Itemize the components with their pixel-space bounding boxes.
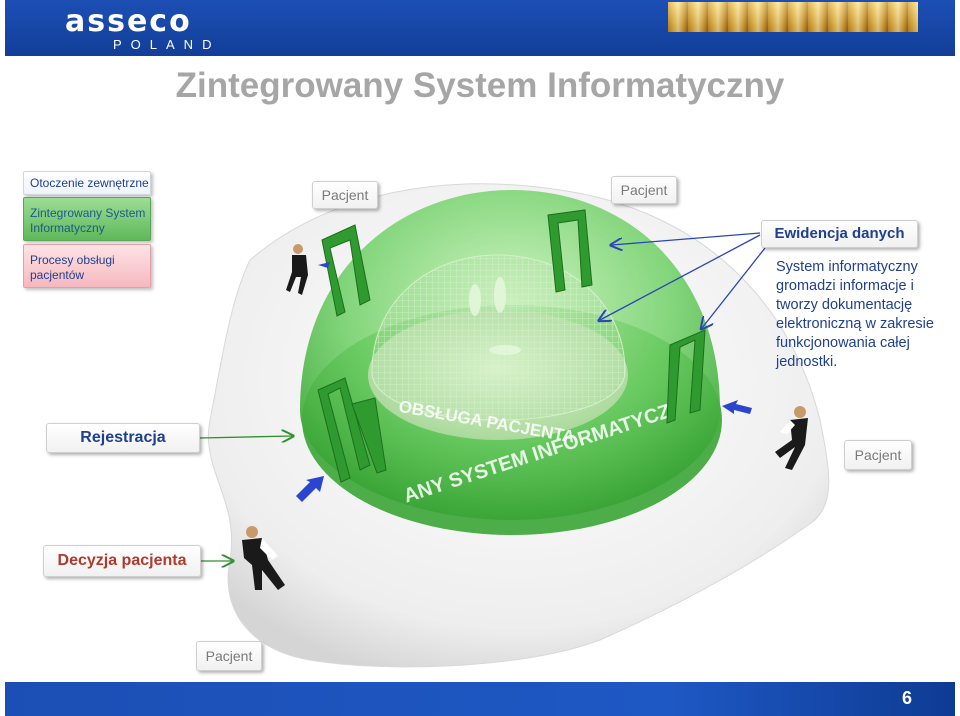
label-pacjent-top-left[interactable]: Pacjent [312, 181, 378, 209]
label-ewidencja-danych[interactable]: Ewidencja danych [761, 220, 918, 248]
label-pacjent-top-right[interactable]: Pacjent [611, 176, 677, 204]
label-rejestracja[interactable]: Rejestracja [46, 423, 200, 453]
label-pacjent-bottom[interactable]: Pacjent [196, 641, 262, 671]
label-decyzja-pacjenta[interactable]: Decyzja pacjenta [43, 545, 201, 577]
page-number: 6 [902, 688, 912, 709]
label-pacjent-right[interactable]: Pacjent [844, 440, 912, 470]
footer-bar: 6 [5, 682, 955, 716]
description-text: System informatyczny gromadzi informacje… [776, 258, 946, 372]
